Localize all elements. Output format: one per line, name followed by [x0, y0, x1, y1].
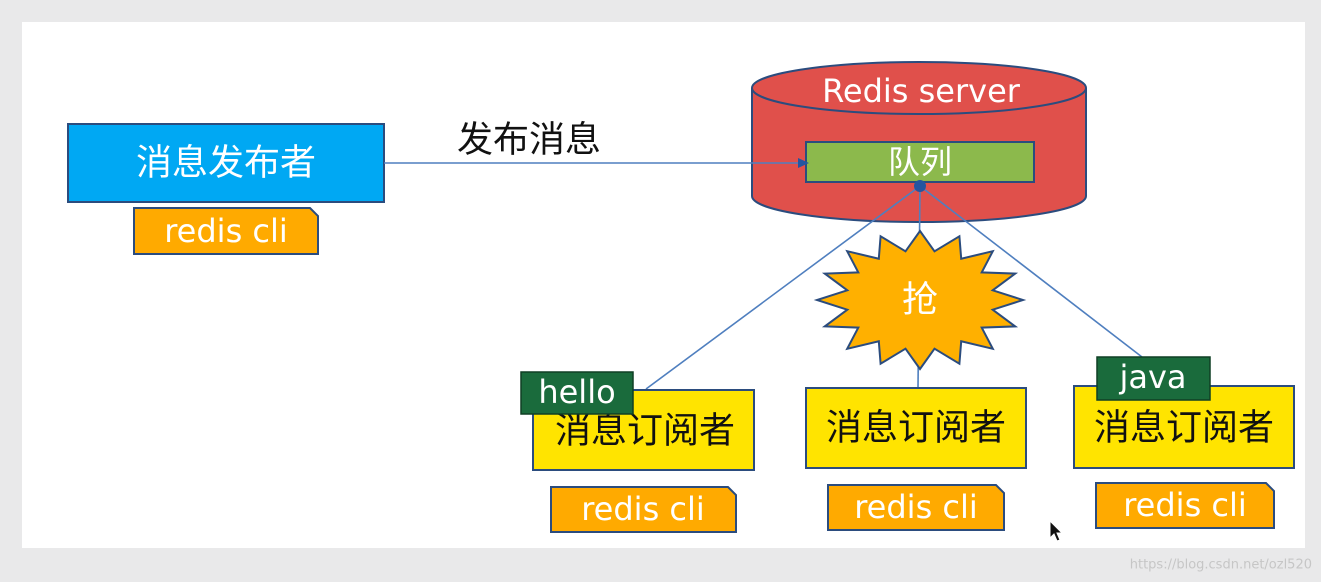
publish-edge-label: 发布消息	[457, 120, 601, 161]
subscriber-client-tag-1: redis cli	[550, 486, 737, 533]
subscriber-box-2	[805, 387, 1027, 469]
starburst-icon	[813, 229, 1027, 371]
subscriber-node-1: 消息订阅者 hello	[520, 371, 755, 471]
contention-burst: 抢	[813, 229, 1027, 371]
publisher-label: 消息发布者	[136, 143, 316, 184]
publisher-client-tag-shape	[133, 207, 319, 255]
message-tag-hello	[520, 371, 634, 415]
contention-label: 抢	[902, 280, 938, 321]
subscriber-label-1: 消息订阅者	[555, 411, 735, 452]
publish-arrowhead	[798, 158, 809, 168]
message-tag-hello-label: hello	[538, 373, 615, 411]
message-tag-java	[1096, 356, 1211, 401]
subscriber-label-3: 消息订阅者	[1094, 408, 1274, 449]
subscriber-client-tag-shape-2	[827, 484, 1005, 531]
subscriber-node-2: 消息订阅者	[805, 387, 1027, 469]
subscriber-node-3: 消息订阅者 java	[1073, 356, 1295, 469]
message-tag-java-label: java	[1118, 358, 1186, 396]
subscriber-client-label-1: redis cli	[581, 490, 705, 528]
mouse-pointer-icon	[1049, 519, 1064, 542]
subscriber-client-tag-shape-3	[1095, 482, 1275, 529]
cylinder-top	[751, 61, 1087, 115]
subscriber-client-label-3: redis cli	[1123, 486, 1247, 524]
subscriber-client-tag-3: redis cli	[1095, 482, 1275, 529]
queue-node: 队列	[805, 141, 1035, 183]
queue-label: 队列	[888, 143, 952, 181]
subscriber-client-label-2: redis cli	[854, 488, 978, 526]
watermark: https://blog.csdn.net/ozl520	[1130, 558, 1312, 573]
subscriber-client-tag-shape-1	[550, 486, 737, 533]
redis-server-label: Redis server	[822, 72, 1021, 110]
subscriber-client-tag-2: redis cli	[827, 484, 1005, 531]
subscriber-connector-right	[919, 185, 1143, 358]
subscriber-connector-left	[645, 185, 921, 390]
subscriber-label-2: 消息订阅者	[826, 408, 1006, 449]
publisher-client-label: redis cli	[164, 212, 288, 250]
publisher-client-tag: redis cli	[133, 207, 319, 255]
publisher-node: 消息发布者	[67, 123, 385, 203]
queue-junction-dot	[914, 180, 926, 192]
publisher-box	[67, 123, 385, 203]
